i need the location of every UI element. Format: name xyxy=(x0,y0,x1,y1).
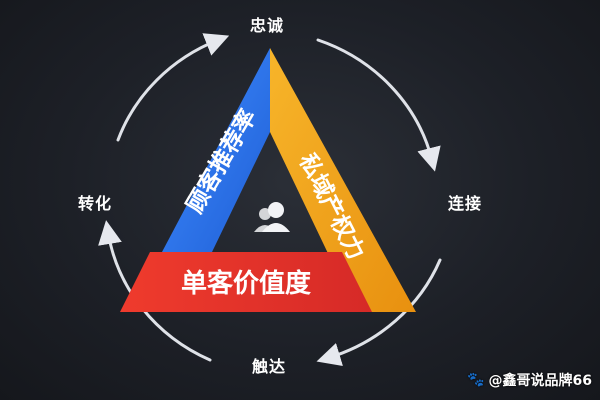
triangle-left-side xyxy=(162,48,270,252)
users-icon xyxy=(254,202,290,232)
cycle-node-bottom: 触达 xyxy=(252,357,287,376)
ring-arrow-bottom-right xyxy=(316,258,442,367)
cycle-node-top: 忠诚 xyxy=(250,16,285,35)
ring-arrow-top-right xyxy=(316,38,441,172)
triangle-bottom-label: 单客价值度 xyxy=(181,268,311,299)
triangle-bottom-side xyxy=(120,252,372,312)
watermark-text: @鑫哥说品牌66 xyxy=(488,373,592,389)
triangle-right-side xyxy=(270,48,416,312)
watermark: 🐾 @鑫哥说品牌66 xyxy=(467,370,592,390)
cycle-node-left: 转化 xyxy=(78,194,113,213)
cycle-node-right: 连接 xyxy=(448,194,483,213)
ring-arrow-top-left xyxy=(116,33,230,142)
paw-icon: 🐾 xyxy=(467,372,485,388)
